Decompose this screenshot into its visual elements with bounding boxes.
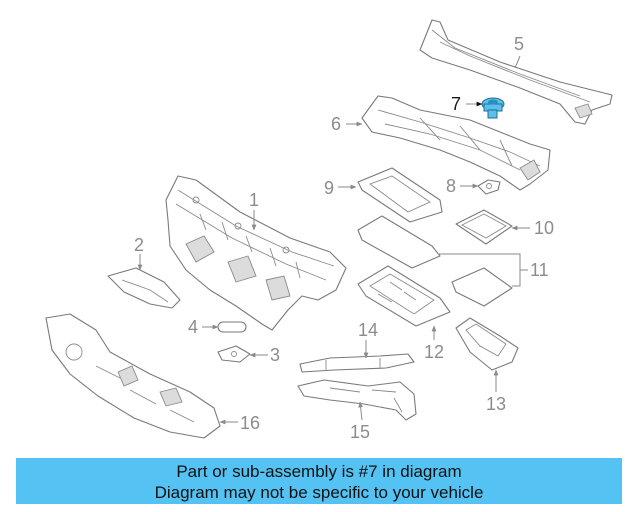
banner-line-disclaimer: Diagram may not be specific to your vehi… bbox=[154, 483, 484, 502]
part-10-cover[interactable] bbox=[455, 209, 513, 245]
callout-8: 8 bbox=[446, 176, 456, 196]
banner-line-part-info: Part or sub-assembly is #7 in diagram bbox=[176, 462, 462, 481]
callout-14: 14 bbox=[358, 320, 378, 340]
part-11-cover-pair[interactable] bbox=[357, 215, 513, 307]
callout-12: 12 bbox=[424, 342, 444, 362]
part-7-highlighted-clip[interactable] bbox=[481, 97, 505, 119]
callout-6: 6 bbox=[331, 114, 341, 134]
part-3-clip[interactable] bbox=[217, 345, 251, 363]
callout-1: 1 bbox=[249, 190, 259, 210]
info-banner: Part or sub-assembly is #7 in diagram Di… bbox=[16, 458, 622, 504]
part-16-insulator[interactable] bbox=[45, 313, 221, 439]
callout-3: 3 bbox=[270, 345, 280, 365]
callout-10: 10 bbox=[534, 218, 554, 238]
part-6-cowl-panel[interactable] bbox=[361, 95, 551, 191]
part-14-rail[interactable] bbox=[299, 353, 415, 373]
callout-7: 7 bbox=[451, 94, 461, 114]
callout-11: 11 bbox=[530, 260, 549, 280]
callout-13: 13 bbox=[486, 394, 506, 414]
callout-15: 15 bbox=[350, 422, 370, 442]
part-5-cowl-top[interactable] bbox=[419, 19, 613, 125]
part-2-bracket[interactable] bbox=[107, 267, 181, 309]
callout-4: 4 bbox=[188, 317, 198, 337]
part-9-panel[interactable] bbox=[357, 167, 443, 223]
parts-diagram: 5 6 7 8 9 10 11 12 13 1 2 4 3 16 14 15 bbox=[45, 19, 613, 442]
callout-2: 2 bbox=[134, 235, 144, 255]
callout-9: 9 bbox=[324, 178, 334, 198]
part-12-filter-housing[interactable] bbox=[357, 265, 451, 327]
callout-16: 16 bbox=[240, 413, 260, 433]
part-1-dash-panel[interactable] bbox=[165, 175, 347, 331]
part-8-grommet[interactable] bbox=[477, 179, 501, 195]
part-15-bracket-assembly[interactable] bbox=[297, 379, 417, 421]
part-4-seal[interactable] bbox=[217, 321, 247, 333]
part-13-bracket-cover[interactable] bbox=[455, 317, 519, 371]
callout-5: 5 bbox=[514, 34, 524, 54]
